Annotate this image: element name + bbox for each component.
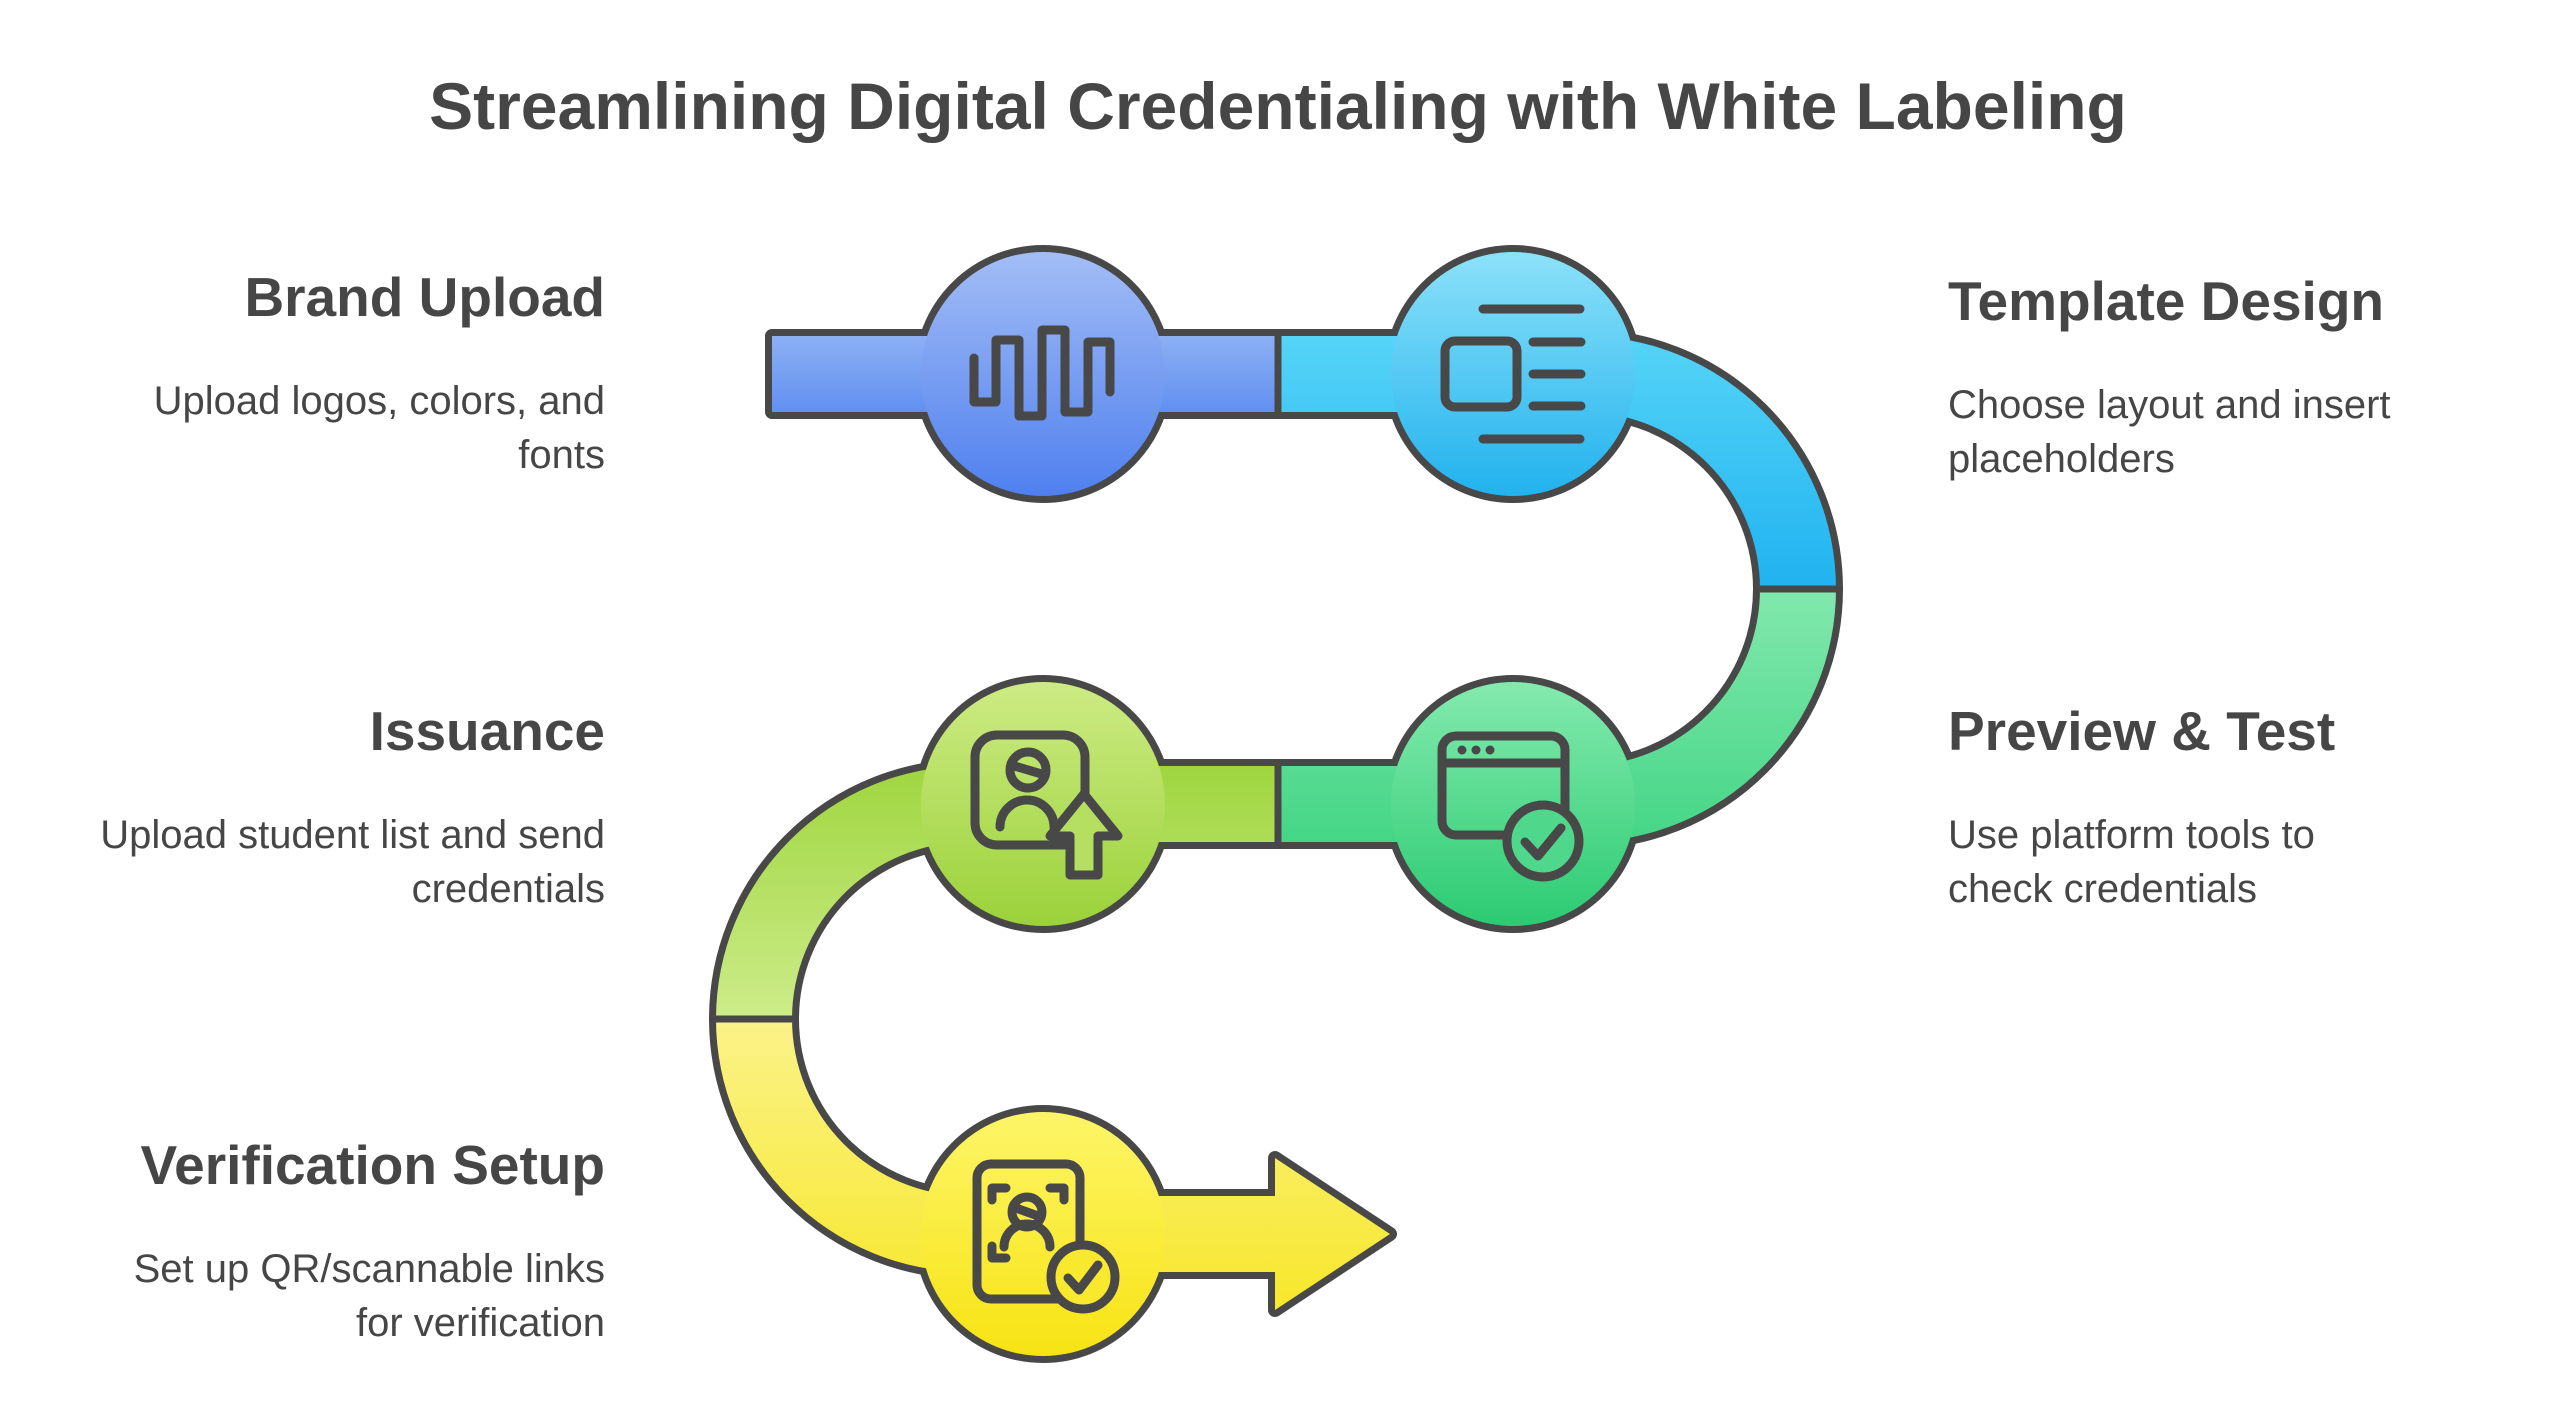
step-issuance: Issuance Upload student list and send cr… <box>85 700 605 916</box>
id-scan-check-icon <box>972 1159 1120 1314</box>
step-brand-upload: Brand Upload Upload logos, colors, and f… <box>85 266 605 482</box>
step-verification-setup: Verification Setup Set up QR/scannable l… <box>85 1134 605 1350</box>
browser-check-icon <box>1437 731 1584 882</box>
step-template-design: Template Design Choose layout and insert… <box>1948 270 2418 486</box>
step-heading: Preview & Test <box>1948 700 2336 762</box>
step-heading: Brand Upload <box>244 266 605 328</box>
step-description: Use platform tools to check credentials <box>1948 813 2315 911</box>
template-layout-icon <box>1440 304 1586 444</box>
segment-dividers <box>716 336 1836 1023</box>
page-title: Streamlining Digital Credentialing with … <box>429 69 2127 143</box>
step-description: Set up QR/scannable links for verificati… <box>133 1247 605 1345</box>
node-preview-test <box>1391 682 1635 926</box>
step-description: Upload student list and send credentials <box>100 813 605 911</box>
step-heading: Issuance <box>369 700 605 762</box>
person-upload-icon <box>970 730 1123 880</box>
waveform-icon <box>969 325 1115 421</box>
step-preview-test: Preview & Test Use platform tools to che… <box>1948 700 2418 916</box>
step-description: Upload logos, colors, and fonts <box>153 379 605 477</box>
step-heading: Verification Setup <box>140 1134 605 1196</box>
step-description: Choose layout and insert placeholders <box>1948 383 2391 481</box>
step-heading: Template Design <box>1948 270 2385 332</box>
